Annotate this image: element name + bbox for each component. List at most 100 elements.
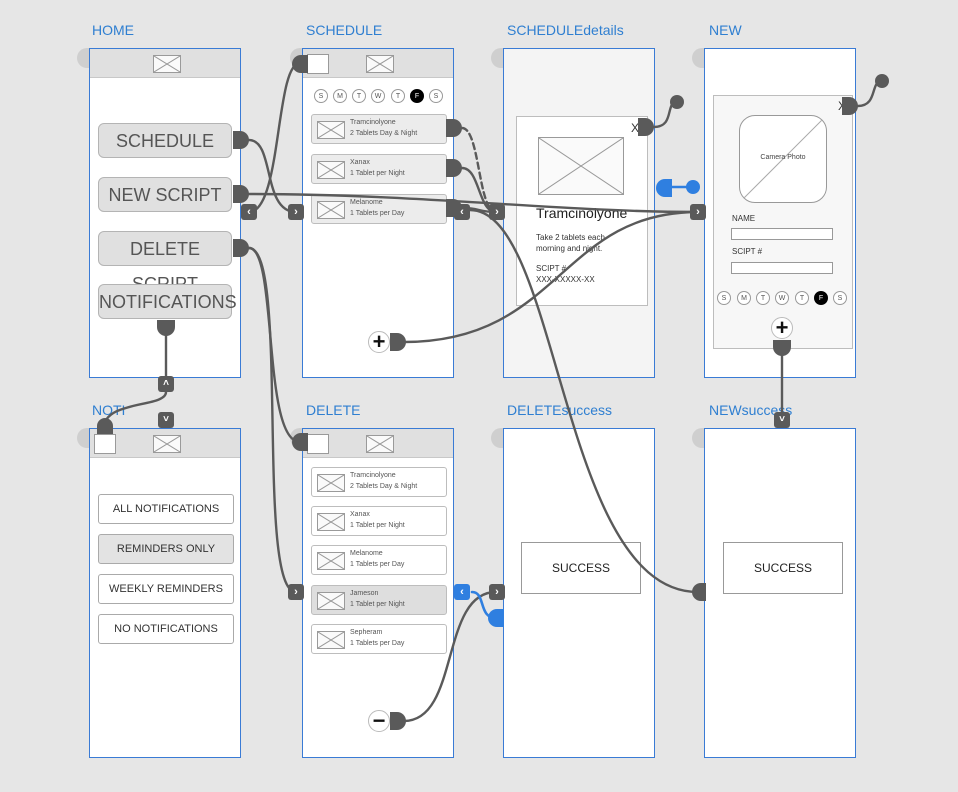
plus-icon[interactable]: + <box>771 317 793 339</box>
day-toggle[interactable]: M <box>737 291 751 305</box>
success-message: SUCCESS <box>521 542 641 594</box>
option-all-notifications[interactable]: ALL NOTIFICATIONS <box>98 494 234 524</box>
connector-knob-icon[interactable] <box>638 118 654 136</box>
name-label: NAME <box>732 214 756 223</box>
connector-knob-icon[interactable] <box>233 239 249 257</box>
name-field[interactable] <box>731 228 833 240</box>
wire-details-close <box>652 100 679 129</box>
med-dose: 1 Tablets per Day <box>350 640 405 647</box>
chevron-left-icon[interactable]: ‹ <box>454 584 470 600</box>
chevron-right-icon[interactable]: › <box>288 204 304 220</box>
new-board: Camera Photo X NAME SCIPT # S M T W T F … <box>704 48 856 378</box>
connector-knob-icon[interactable] <box>842 97 858 115</box>
day-toggle-selected[interactable]: F <box>410 89 424 103</box>
image-placeholder-icon <box>153 435 181 453</box>
chevron-left-icon[interactable]: ‹ <box>241 204 257 220</box>
day-toggle[interactable]: S <box>314 89 328 103</box>
connector-knob-icon[interactable] <box>157 320 175 336</box>
med-row[interactable]: Tramcinolyone 2 Tablets Day & Night <box>311 114 447 144</box>
med-row[interactable]: Tramcinolyone 2 Tablets Day & Night <box>311 467 447 497</box>
back-box[interactable] <box>307 434 329 454</box>
board-label-new: NEW <box>709 22 742 38</box>
med-dose: 1 Tablets per Day <box>350 561 405 568</box>
connector-knob-icon[interactable] <box>656 179 672 197</box>
notifications-button[interactable]: NOTIFICATIONS <box>98 284 237 319</box>
image-placeholder-icon <box>317 201 345 219</box>
connector-knob-icon[interactable] <box>233 131 249 149</box>
connector-knob-icon[interactable] <box>773 340 791 356</box>
wire-med-1 <box>460 126 498 214</box>
day-toggle[interactable]: S <box>717 291 731 305</box>
chevron-down-icon[interactable]: ˅ <box>158 412 174 428</box>
plus-icon[interactable]: + <box>368 331 390 353</box>
chevron-left-icon[interactable]: ‹ <box>454 204 470 220</box>
med-name: Tramcinolyone <box>350 119 396 126</box>
day-toggle[interactable]: S <box>833 291 847 305</box>
med-row[interactable]: Xanax 1 Tablet per Night <box>311 154 447 184</box>
med-dose: 1 Tablet per Night <box>350 170 405 177</box>
close-icon[interactable]: X <box>631 121 640 135</box>
med-row[interactable]: Sepheram 1 Tablets per Day <box>311 624 447 654</box>
med-name: Xanax <box>350 511 370 518</box>
schedule-button[interactable]: SCHEDULE <box>98 123 232 158</box>
chevron-right-icon[interactable]: › <box>288 584 304 600</box>
option-reminders-only[interactable]: REMINDERS ONLY <box>98 534 234 564</box>
med-dose: 2 Tablets Day & Night <box>350 483 418 490</box>
image-placeholder-icon <box>317 631 345 649</box>
delete-success-board: SUCCESS <box>503 428 655 758</box>
wire-schedule <box>247 138 298 214</box>
day-toggle[interactable]: W <box>371 89 385 103</box>
details-title: Tramcinolyone <box>536 205 628 221</box>
wire-delete <box>247 246 298 594</box>
option-no-notifications[interactable]: NO NOTIFICATIONS <box>98 614 234 644</box>
connector-knob-icon[interactable] <box>446 159 462 177</box>
board-tab <box>692 48 706 68</box>
board-label-delete: DELETE <box>306 402 361 418</box>
board-label-delete-success: DELETEsuccess <box>507 402 613 418</box>
back-box[interactable] <box>94 434 116 454</box>
image-placeholder-icon <box>317 513 345 531</box>
connector-knob-icon[interactable] <box>446 119 462 137</box>
med-name: Xanax <box>350 159 370 166</box>
day-toggle[interactable]: S <box>429 89 443 103</box>
connector-knob-icon[interactable] <box>233 185 249 203</box>
script-field[interactable] <box>731 262 833 274</box>
day-toggle[interactable]: T <box>391 89 405 103</box>
chevron-up-icon[interactable]: ˄ <box>158 376 174 392</box>
day-toggle[interactable]: W <box>775 291 789 305</box>
connector-knob-icon[interactable] <box>692 583 706 601</box>
connector-knob-icon <box>875 74 889 88</box>
connector-knob-icon[interactable] <box>97 418 113 434</box>
image-placeholder-icon <box>317 474 345 492</box>
image-placeholder-icon <box>538 137 624 195</box>
connector-knob-icon[interactable] <box>390 712 406 730</box>
med-row[interactable]: Melanome 1 Tablets per Day <box>311 194 447 224</box>
chevron-right-icon[interactable]: › <box>489 584 505 600</box>
home-board: SCHEDULE NEW SCRIPT DELETE SCRIPT NOTIFI… <box>89 48 241 378</box>
med-name: Tramcinolyone <box>350 472 396 479</box>
chevron-right-icon[interactable]: › <box>489 204 505 220</box>
day-toggle[interactable]: T <box>795 291 809 305</box>
chevron-right-icon[interactable]: › <box>690 204 706 220</box>
camera-photo-box[interactable]: Camera Photo <box>739 115 827 203</box>
connector-knob-icon[interactable] <box>292 55 308 73</box>
med-row[interactable]: Xanax 1 Tablet per Night <box>311 506 447 536</box>
back-box[interactable] <box>307 54 329 74</box>
connector-knob-icon[interactable] <box>292 433 308 451</box>
wire-new-close <box>856 79 884 108</box>
connector-knob-icon[interactable] <box>488 609 504 627</box>
new-script-button[interactable]: NEW SCRIPT <box>98 177 232 212</box>
day-toggle[interactable]: T <box>352 89 366 103</box>
day-toggle-selected[interactable]: F <box>814 291 828 305</box>
day-toggle[interactable]: M <box>333 89 347 103</box>
image-placeholder-icon <box>366 55 394 73</box>
chevron-down-icon[interactable]: ˅ <box>774 412 790 428</box>
delete-script-button[interactable]: DELETE SCRIPT <box>98 231 232 294</box>
option-weekly-reminders[interactable]: WEEKLY REMINDERS <box>98 574 234 604</box>
board-tab <box>77 428 91 448</box>
day-toggle[interactable]: T <box>756 291 770 305</box>
med-row-selected[interactable]: Jameson 1 Tablet per Night <box>311 585 447 615</box>
med-row[interactable]: Melanome 1 Tablets per Day <box>311 545 447 575</box>
minus-icon[interactable]: − <box>368 710 390 732</box>
connector-knob-icon[interactable] <box>390 333 406 351</box>
